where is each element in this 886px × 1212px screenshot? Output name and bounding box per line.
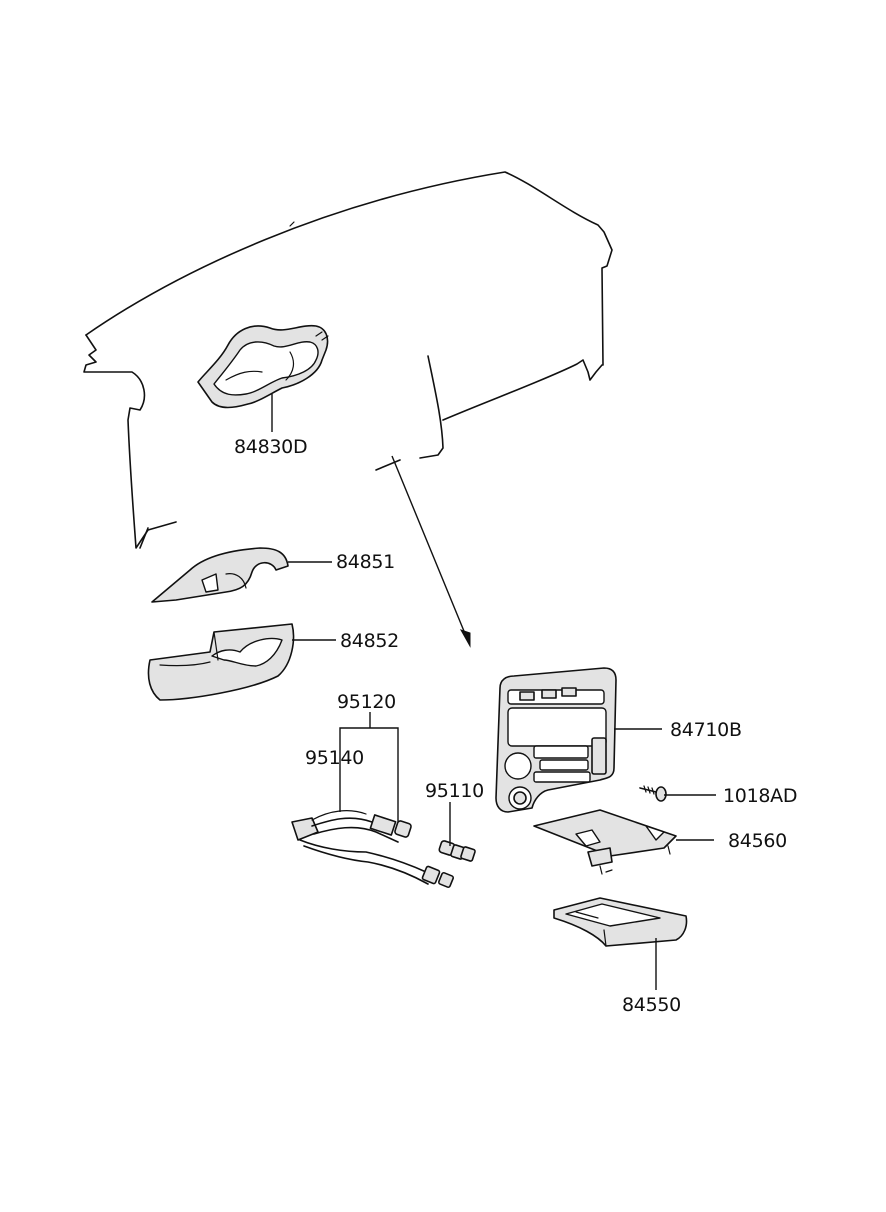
upper-column-cover-part — [151, 547, 289, 603]
leader-lines — [271, 394, 716, 990]
label-84851: 84851 — [336, 551, 395, 573]
center-fascia-panel-part — [495, 667, 617, 813]
part-labels: 84830D 84851 84852 95120 95140 95110 847… — [234, 436, 797, 1016]
label-84830D: 84830D — [234, 436, 307, 458]
cluster-bezel-part — [197, 324, 329, 409]
tray-bracket-part — [533, 809, 677, 875]
label-84710B: 84710B — [670, 719, 742, 741]
bulb-part — [438, 840, 476, 862]
label-95140: 95140 — [305, 747, 364, 769]
screw-part — [639, 785, 667, 802]
label-95120: 95120 — [337, 691, 396, 713]
wiring-harness-part — [291, 810, 455, 889]
direction-arrow — [391, 455, 471, 648]
label-84560: 84560 — [728, 830, 787, 852]
label-95110: 95110 — [425, 780, 484, 802]
lower-column-cover-part — [147, 623, 295, 701]
label-84852: 84852 — [340, 630, 399, 652]
label-1018AD: 1018AD — [723, 785, 797, 807]
storage-tray-part — [553, 897, 688, 947]
dashboard-outline — [83, 171, 613, 549]
label-84550: 84550 — [622, 994, 681, 1016]
